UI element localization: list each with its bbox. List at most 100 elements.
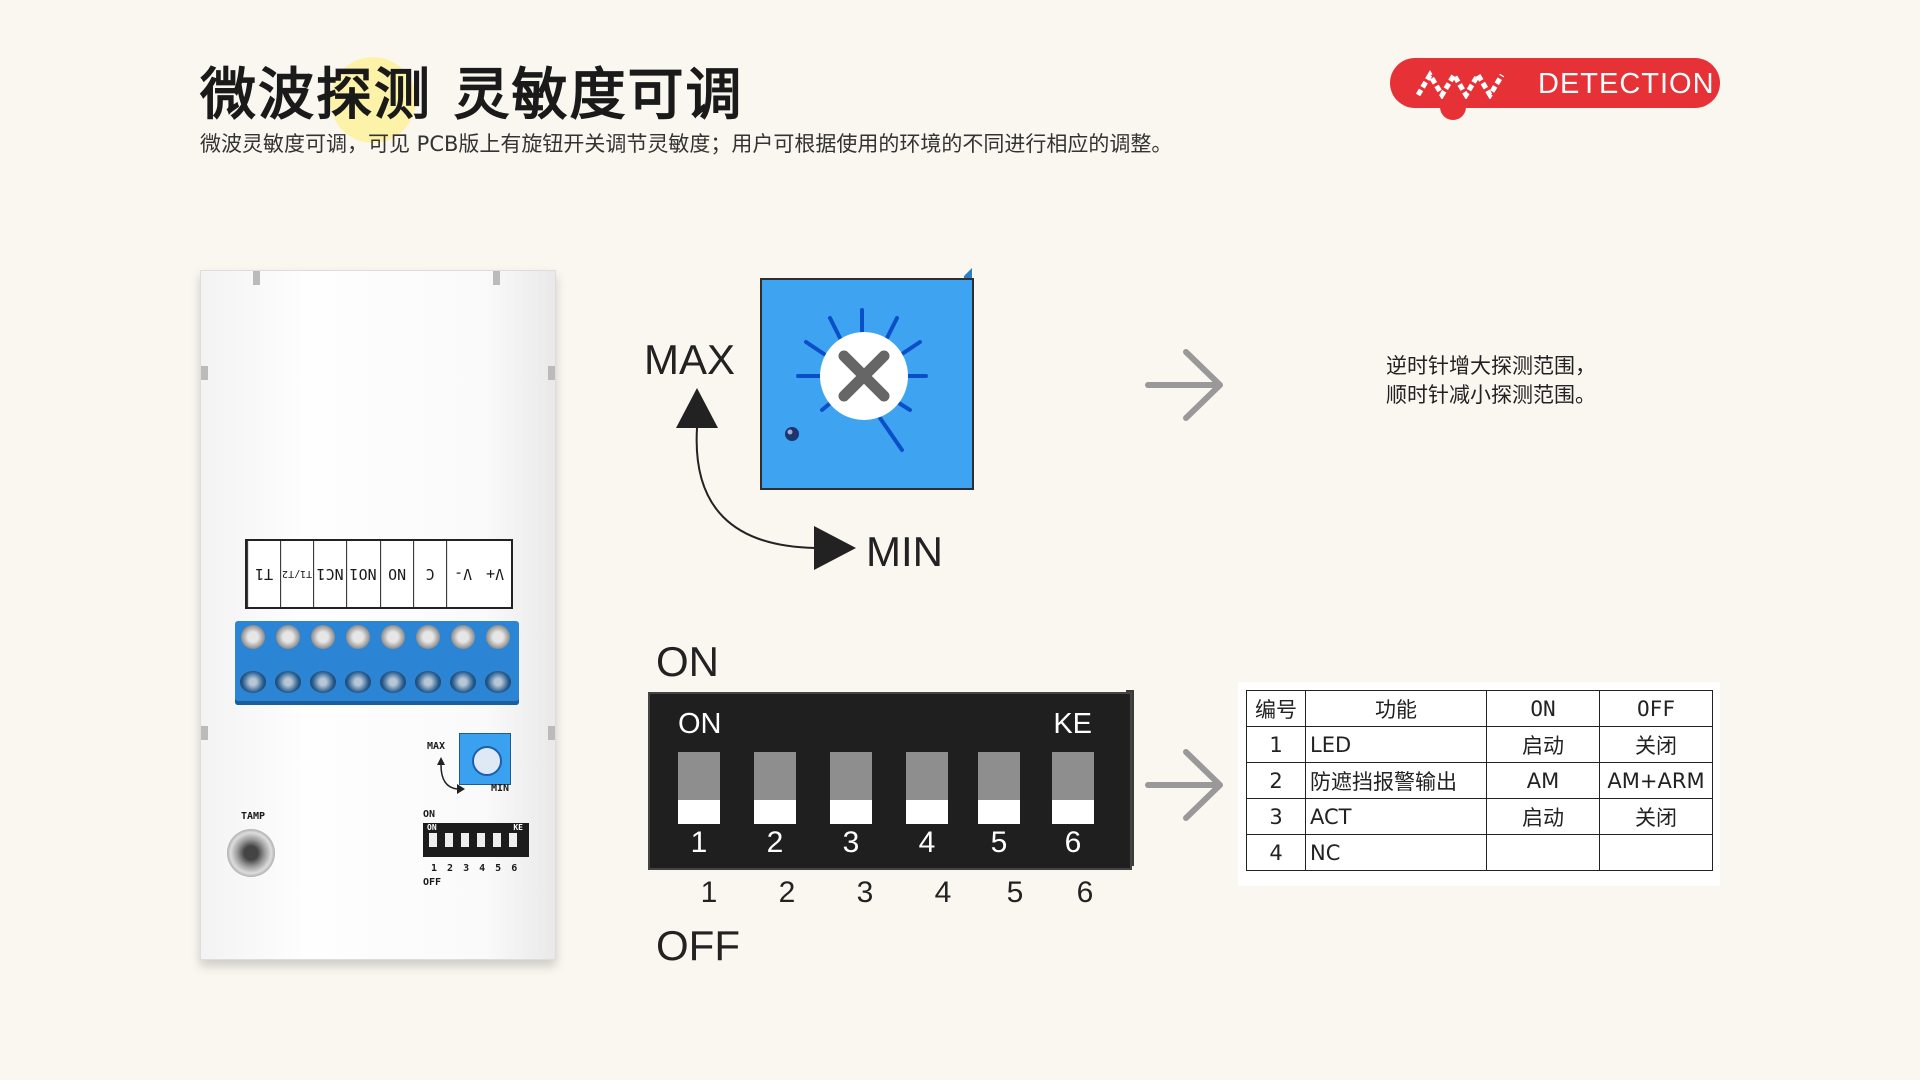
- terminal-screw: [276, 625, 300, 649]
- table-cell: 1: [1246, 726, 1306, 763]
- table-cell: AM: [1486, 762, 1600, 799]
- page-subtitle: 微波灵敏度可调，可见 PCB版上有旋钮开关调节灵敏度；用户可根据使用的环境的不同…: [200, 132, 1173, 156]
- dip-toggle-3[interactable]: [830, 752, 872, 824]
- terminal-clamp: [380, 671, 406, 693]
- dip-toggle-2[interactable]: [754, 752, 796, 824]
- device-notch: [201, 726, 208, 740]
- dip-number: 1: [690, 826, 708, 859]
- terminal-label: NO1: [346, 541, 380, 607]
- rotate-direction-arrow-icon: [676, 388, 856, 570]
- dip-number: 5: [990, 826, 1008, 859]
- page-title: 微波探测 灵敏度可调: [200, 63, 744, 128]
- terminal-clamp: [275, 671, 301, 693]
- mini-dip-on-inner: ON: [427, 823, 437, 832]
- dip-outer-number: 5: [1006, 876, 1024, 909]
- dip-toggle-4[interactable]: [906, 752, 948, 824]
- dip-switch: ON KE 1 2 3 4 5 6: [648, 692, 1132, 870]
- terminal-block: [235, 621, 519, 705]
- table-cell: 关闭: [1599, 726, 1713, 763]
- table-cell: 防遮挡报警输出: [1305, 762, 1487, 799]
- terminal-clamp: [310, 671, 336, 693]
- device-notch: [548, 726, 555, 740]
- mini-knob-min-label: MIN: [491, 783, 510, 794]
- terminal-label: V-: [445, 541, 479, 607]
- table-row: 3 ACT 启动 关闭: [1246, 798, 1713, 835]
- dip-outer-number: 6: [1076, 876, 1094, 909]
- terminal-label: NC1: [313, 541, 347, 607]
- dip-toggle-6[interactable]: [1052, 752, 1094, 824]
- table-cell: AM+ARM: [1599, 762, 1713, 799]
- wave-logo-icon: [1416, 70, 1505, 99]
- dip-outer-number: 3: [856, 876, 874, 909]
- arrow-right-icon: [1145, 349, 1223, 421]
- mini-dip-switch[interactable]: ON KE: [423, 823, 529, 857]
- device-notch: [548, 366, 555, 380]
- knob-dial-icon: [785, 308, 928, 452]
- table-cell: [1486, 834, 1600, 871]
- badge-pin: [1440, 94, 1466, 120]
- terminal-label: T1/T2: [280, 541, 314, 607]
- knob-description: 逆时针增大探测范围， 顺时针减小探测范围。: [1386, 352, 1596, 410]
- title-highlight: 探测: [316, 63, 432, 128]
- table-row: 4 NC: [1246, 834, 1713, 871]
- table-header-cell: ON: [1486, 690, 1600, 727]
- dip-outer-number: 1: [700, 876, 718, 909]
- table-cell: 启动: [1486, 798, 1600, 835]
- mini-knob-max-label: MAX: [427, 741, 446, 752]
- tamper-button[interactable]: [227, 829, 275, 877]
- device-photo: T1 T1/T2 NC1 NO1 NO C V- V+ MAX MIN ON O…: [200, 270, 556, 960]
- dip-number: 2: [766, 826, 784, 859]
- mini-dip-ke: KE: [513, 823, 523, 832]
- function-table: 编号 功能 ON OFF 1 LED 启动 关闭 2 防遮挡报警输出 AM AM…: [1246, 690, 1713, 871]
- terminal-screw: [451, 625, 475, 649]
- terminal-clamp: [450, 671, 476, 693]
- table-cell: 4: [1246, 834, 1306, 871]
- terminal-screw: [416, 625, 440, 649]
- description-line: 顺时针减小探测范围。: [1386, 383, 1596, 407]
- dip-number: 6: [1064, 826, 1082, 859]
- tamp-label: TAMP: [241, 811, 266, 822]
- terminal-label: NO: [379, 541, 413, 607]
- mini-dip-numbers: 1 2 3 4 5 6: [431, 863, 518, 874]
- dip-outer-number: 2: [778, 876, 796, 909]
- mini-rotate-arrow-icon: [437, 757, 465, 794]
- mini-dip-on-label: ON: [423, 809, 436, 820]
- table-header-cell: 编号: [1246, 690, 1306, 727]
- table-row: 2 防遮挡报警输出 AM AM+ARM: [1246, 762, 1713, 799]
- dip-toggle-5[interactable]: [978, 752, 1020, 824]
- table-row: 1 LED 启动 关闭: [1246, 726, 1713, 763]
- description-line: 逆时针增大探测范围，: [1386, 354, 1596, 378]
- sensitivity-knob[interactable]: [760, 278, 974, 490]
- dip-inner-on-label: ON: [678, 708, 722, 740]
- device-notch: [201, 366, 208, 380]
- terminal-clamp: [415, 671, 441, 693]
- mini-dip-off-label: OFF: [423, 877, 442, 888]
- table-header-cell: 功能: [1305, 690, 1487, 727]
- table-cell: 3: [1246, 798, 1306, 835]
- mini-sensitivity-knob[interactable]: [459, 733, 511, 785]
- table-header-cell: OFF: [1599, 690, 1713, 727]
- dip-number: 3: [842, 826, 860, 859]
- terminal-screw: [311, 625, 335, 649]
- table-cell: ACT: [1305, 798, 1487, 835]
- mini-knob-dial: [472, 746, 502, 776]
- function-table-card: 编号 功能 ON OFF 1 LED 启动 关闭 2 防遮挡报警输出 AM AM…: [1238, 682, 1720, 886]
- terminal-screw: [486, 625, 510, 649]
- terminal-label-strip: T1 T1/T2 NC1 NO1 NO C V- V+: [245, 539, 513, 609]
- terminal-label: C: [412, 541, 446, 607]
- terminal-screw: [346, 625, 370, 649]
- table-cell: LED: [1305, 726, 1487, 763]
- badge-text: DETECTION: [1538, 68, 1715, 100]
- terminal-clamp: [485, 671, 511, 693]
- table-header-row: 编号 功能 ON OFF: [1246, 690, 1713, 727]
- terminal-label: T1: [247, 541, 281, 607]
- dip-toggle-1[interactable]: [678, 752, 720, 824]
- table-cell: NC: [1305, 834, 1487, 871]
- dip-ke-label: KE: [1053, 708, 1092, 740]
- detection-badge: DETECTION: [1390, 58, 1720, 120]
- terminal-clamp: [240, 671, 266, 693]
- table-cell: 启动: [1486, 726, 1600, 763]
- device-notch: [493, 271, 500, 285]
- dip-on-label: ON: [656, 638, 719, 685]
- knob-min-label: MIN: [866, 528, 943, 575]
